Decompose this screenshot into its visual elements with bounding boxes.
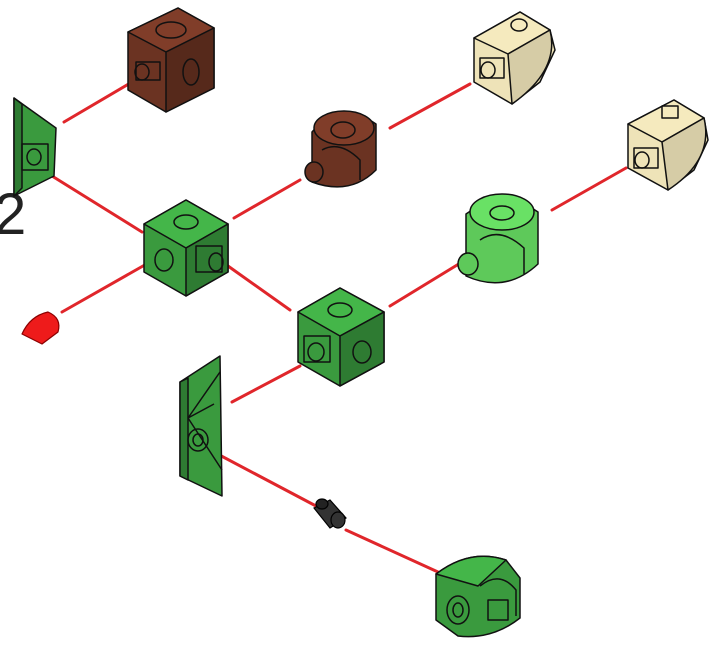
- green-center-cube-part: [143, 199, 229, 297]
- green-bottom-hub-part: [435, 555, 521, 638]
- brown-cube-part: [127, 7, 215, 113]
- connector-line: [388, 260, 464, 308]
- green-round-hub-part: [457, 193, 539, 284]
- connector-line: [232, 178, 302, 220]
- cream-slope-top-part: [473, 11, 556, 105]
- connector-line: [388, 82, 472, 130]
- connector-line: [208, 448, 318, 508]
- connector-lines: [50, 80, 628, 574]
- step-number: 2: [0, 182, 27, 247]
- red-cap-part: [21, 311, 60, 345]
- connector-line: [62, 80, 134, 124]
- cream-slope-right-part: [627, 99, 709, 191]
- connector-line: [230, 364, 302, 404]
- green-wedge-left-part: [13, 97, 57, 197]
- green-wedge-lower-part: [179, 355, 223, 497]
- green-lower-cube-part: [297, 287, 385, 387]
- connector-line: [344, 528, 440, 574]
- connector-line: [226, 264, 292, 312]
- brown-round-hub-part: [304, 110, 377, 188]
- connector-line: [50, 174, 144, 234]
- connector-line: [60, 260, 152, 314]
- connector-line: [550, 166, 628, 212]
- black-pin-part: [313, 498, 347, 529]
